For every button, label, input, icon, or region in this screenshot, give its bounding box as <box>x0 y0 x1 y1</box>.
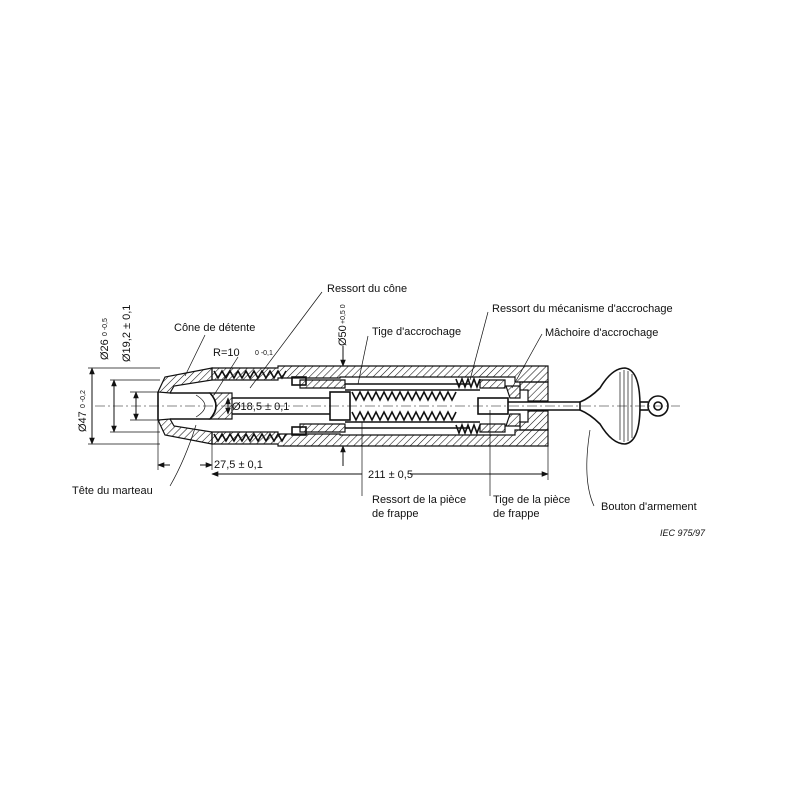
label-ressort-piece-line2: de frappe <box>372 508 418 520</box>
dim-diameter-19 <box>130 391 160 421</box>
dim-text-18: Ø18,5 ± 0,1 <box>232 401 289 413</box>
dim-text-47: Ø47 0 -0,2 <box>77 390 89 432</box>
svg-text:Ø26: Ø26 <box>99 339 111 360</box>
dim-text-50: Ø50 +0,5 0 <box>337 304 349 346</box>
svg-text:R=10: R=10 <box>213 347 240 359</box>
striker-rod <box>477 397 580 415</box>
dim-length-27 <box>157 420 213 470</box>
svg-text:+0,5 0: +0,5 0 <box>340 304 347 324</box>
svg-text:Ø47: Ø47 <box>77 411 89 432</box>
dim-length-211 <box>211 446 549 480</box>
label-tige-piece-line1: Tige de la pièce <box>493 494 570 506</box>
label-tige-accrochage: Tige d'accrochage <box>372 326 461 338</box>
leader-lines <box>169 291 595 507</box>
dim-text-211: 211 ± 0,5 <box>368 469 413 481</box>
label-ressort-mecanisme: Ressort du mécanisme d'accrochage <box>492 303 673 315</box>
svg-text:0 -0,5: 0 -0,5 <box>102 318 109 336</box>
svg-text:Ø50: Ø50 <box>337 325 349 346</box>
dim-text-27: 27,5 ± 0,1 <box>214 459 263 471</box>
dim-diameter-47 <box>88 367 160 445</box>
dim-text-19: Ø19,2 ± 0,1 <box>121 305 133 362</box>
cocking-knob <box>579 367 669 445</box>
label-cone-detente: Cône de détente <box>174 322 255 334</box>
dim-text-r10: R=10 0 -0,1 <box>213 347 273 359</box>
release-cone <box>157 367 213 445</box>
label-ressort-cone: Ressort du cône <box>327 283 407 295</box>
dim-text-26: Ø26 0 -0,5 <box>99 318 111 360</box>
label-tige-piece-line2: de frappe <box>493 508 539 520</box>
hammer-sleeve <box>299 379 480 433</box>
label-tete-marteau: Tête du marteau <box>72 485 153 497</box>
striker-spring <box>351 390 457 422</box>
label-machoire: Mâchoire d'accrochage <box>545 327 658 339</box>
outer-housing <box>211 365 549 447</box>
svg-text:0 -0,1: 0 -0,1 <box>255 350 273 357</box>
label-bouton: Bouton d'armement <box>601 501 697 513</box>
dim-diameter-26 <box>110 379 160 433</box>
latch-spring <box>455 376 506 436</box>
svg-text:0 -0,2: 0 -0,2 <box>80 390 87 408</box>
latch-jaw <box>505 385 521 427</box>
figure-reference: IEC 975/97 <box>660 528 706 538</box>
label-ressort-piece-line1: Ressort de la pièce <box>372 494 466 506</box>
